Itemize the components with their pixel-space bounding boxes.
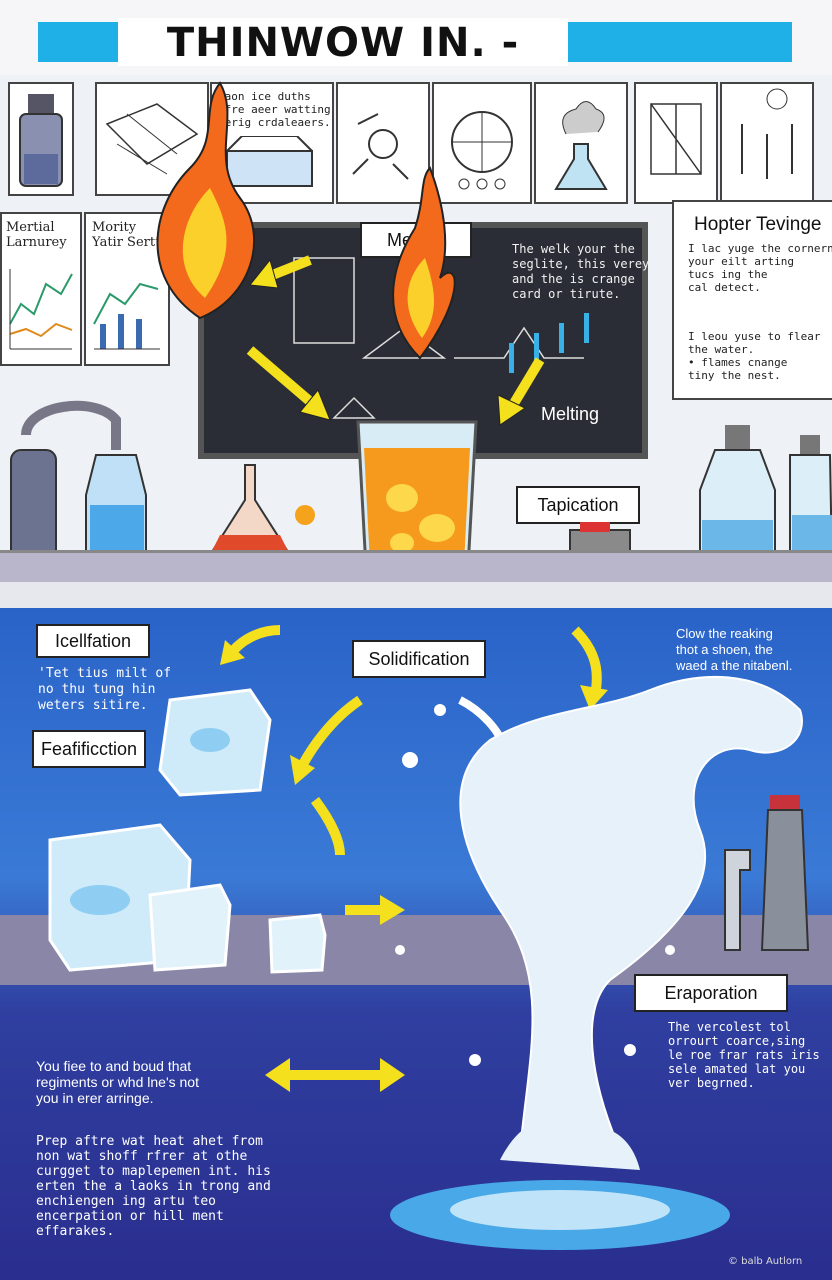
diagram-card-1 [336, 82, 430, 204]
feafification-label: Feafificction [32, 730, 146, 768]
spray-bottle-icon [724, 795, 810, 951]
flask-smoke-icon [554, 101, 608, 190]
icellfation-text: 'Tet tius milt of no thu tung hin weters… [38, 666, 172, 713]
flask-card [534, 82, 628, 204]
top-right-note: Clow the reaking thot a shoen, the waed … [676, 626, 793, 673]
geometry-card [634, 82, 718, 204]
chart-card-title-1: Mertial Larnurey [6, 220, 67, 250]
diagram-card-2 [432, 82, 532, 204]
basket-icon [226, 136, 313, 187]
title-box [118, 18, 568, 66]
evaporation-label: Eraporation [634, 974, 788, 1012]
chart-card-left: Mertial Larnurey [0, 212, 82, 366]
bar-graph-icon [93, 282, 160, 350]
tools-sketch-icon [741, 88, 793, 179]
water-splash-illustration [390, 675, 803, 1250]
bottle-icon [19, 94, 63, 187]
line-graph-icon [9, 269, 73, 350]
icellfation-label: Icellfation [36, 624, 150, 658]
flames-illustration [156, 81, 456, 360]
signature: © balb Autlorn [728, 1256, 803, 1267]
melting-label-right: Melting [540, 404, 600, 424]
apparatus-sketch-icon [105, 103, 199, 175]
glass-bottles-icon [699, 425, 832, 566]
tools-card [720, 82, 814, 204]
info-card-right: Hopter Tevinge I lac yuge the cornerning… [672, 200, 832, 400]
left-note-1: You fiee to and boud that regiments or w… [36, 1058, 199, 1106]
info-card-title: Hopter Tevinge [694, 214, 822, 235]
solidification-label: Solidification [352, 640, 486, 678]
left-note-2: Prep aftre wat heat ahet from non wat sh… [36, 1134, 271, 1239]
info-card-text-1: I lac yuge the cornerning your eilt arti… [688, 242, 832, 294]
board-arrows [246, 255, 545, 426]
faucet-bottle-icon [10, 400, 147, 561]
beaker-melting-icon [356, 420, 478, 570]
gear-sketch-icon [352, 113, 409, 180]
section-divider [0, 582, 832, 608]
circle-diagram-icon [451, 111, 513, 190]
ice-cubes-illustration [48, 688, 327, 974]
notes-text: Laon ice duths Ffre aeer watting gerig c… [218, 90, 331, 129]
evaporation-note: The vercolest tol orrourt coarce,sing le… [668, 1020, 820, 1090]
process-arrows [220, 625, 608, 1092]
bottle-card [8, 82, 74, 196]
chalkboard-drawings [293, 257, 589, 419]
geometry-sketch-icon [650, 103, 702, 175]
page-title: THINWOW IN. - TFP [166, 20, 520, 116]
chart-card-right: Mority Yatir Sertten [84, 212, 176, 366]
lab-bench [0, 550, 832, 585]
tapication-label: Tapication [516, 486, 640, 524]
info-card-text-2: I leou yuse to flear the water. • flames… [688, 330, 821, 382]
board-note: The welk your the seglite, this verey an… [512, 242, 650, 301]
